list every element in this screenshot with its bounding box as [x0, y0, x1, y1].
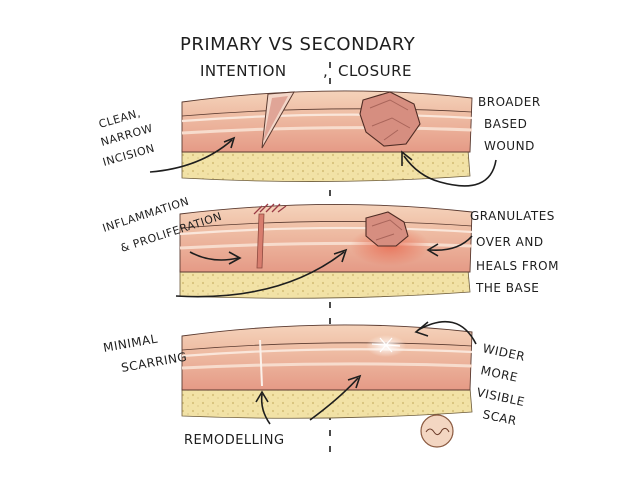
- skin-block-2: [179, 204, 473, 273]
- granulating-detail: [371, 219, 403, 241]
- epidermis-line-4: [179, 226, 473, 236]
- arrow-broader-head: [401, 150, 413, 166]
- arrow-wider-head: [414, 321, 429, 337]
- diagram-title: PRIMARY VS SECONDARY: [180, 34, 416, 55]
- dermis-line-3: [181, 362, 473, 370]
- fat-layer-2: [179, 269, 471, 299]
- arrow-granulates: [429, 235, 473, 252]
- arrow-inflammation-short-head: [228, 251, 242, 265]
- dermis-line: [181, 126, 473, 135]
- arrow-clean: [149, 139, 233, 173]
- arrow-remodelling-right-head: [347, 374, 362, 389]
- suture-marks: [253, 203, 287, 215]
- dermis-line-2: [179, 241, 473, 250]
- granulating-wound: [365, 211, 409, 247]
- broad-wound-detail: [369, 99, 411, 141]
- incision-wound: [261, 91, 295, 149]
- epidermis-line-5: [181, 342, 473, 351]
- label-wider-3: VISIBLE: [475, 385, 526, 409]
- fat-layer: [181, 149, 471, 182]
- panel-healing-wounds: [179, 203, 473, 299]
- label-wider-scar: WIDER MORE VISIBLE SCAR: [475, 341, 526, 428]
- epidermis-line-3: [179, 221, 473, 229]
- label-minimal-scarring: MINIMAL SCARRING: [102, 332, 188, 375]
- wide-scar: [366, 335, 406, 357]
- arrow-clean-head: [223, 136, 236, 149]
- diagram-title-right: CLOSURE: [338, 62, 412, 80]
- epidermis-line-2: [181, 113, 473, 123]
- label-broader-wound: BROADER BASED WOUND: [478, 95, 541, 153]
- skin-block-3: [181, 324, 473, 391]
- panel-scarring: [181, 324, 473, 419]
- arrow-broader: [403, 155, 497, 187]
- epidermis-line: [181, 108, 473, 117]
- fat-layer-3: [181, 387, 473, 419]
- label-minimal-2: SCARRING: [120, 350, 188, 375]
- wide-scar-marks: [371, 337, 401, 353]
- label-wider-2: MORE: [479, 363, 519, 385]
- label-granulates: GRANULATES OVER AND HEALS FROM THE BASE: [470, 209, 559, 295]
- label-broader-1: BROADER: [478, 95, 541, 109]
- arrow-remodelling-right: [309, 377, 359, 421]
- arrow-inflammation-short: [189, 251, 239, 261]
- signature-stamp: [420, 414, 454, 448]
- healing-incision: [256, 213, 265, 269]
- arrow-granulates-head: [426, 243, 439, 257]
- label-broader-3: WOUND: [484, 139, 535, 153]
- fine-scar: [259, 339, 263, 387]
- arrow-inflammation-long-head: [333, 248, 348, 263]
- label-granulates-1: GRANULATES: [470, 209, 555, 223]
- label-wider-4: SCAR: [481, 407, 518, 428]
- label-wider-1: WIDER: [481, 341, 526, 364]
- epidermis-line-6: [181, 348, 473, 358]
- label-minimal-1: MINIMAL: [102, 332, 159, 355]
- incision-inner: [263, 96, 288, 142]
- arrow-inflammation-long: [175, 251, 345, 298]
- arrow-remodelling-left-head: [255, 390, 269, 403]
- label-granulates-4: THE BASE: [475, 281, 539, 295]
- label-granulates-2: OVER AND: [476, 235, 544, 249]
- label-granulates-3: HEALS FROM: [476, 259, 559, 273]
- label-broader-2: BASED: [484, 117, 527, 131]
- arrow-remodelling-left: [260, 393, 271, 425]
- panel-fresh-wounds: [181, 90, 473, 182]
- label-remodelling: REMODELLING: [184, 433, 285, 448]
- label-clean-incision: CLEAN, NARROW INCISION: [97, 107, 156, 169]
- arrow-wider: [417, 320, 477, 345]
- skin-block: [181, 90, 473, 153]
- diagram-title-sep: ,: [323, 62, 328, 80]
- diagram-title-left: INTENTION: [200, 62, 287, 80]
